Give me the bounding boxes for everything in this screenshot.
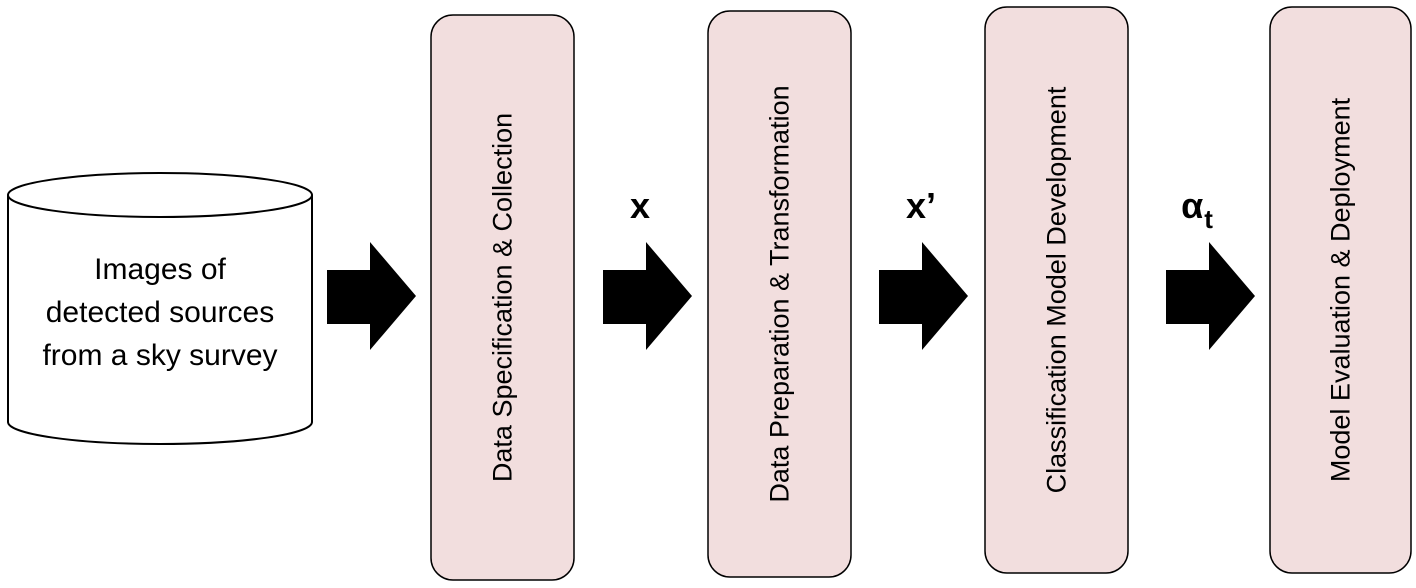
edge-label-x-prime: x’ — [906, 185, 936, 226]
stage-model-evaluation: Model Evaluation & Deployment — [1269, 6, 1412, 574]
stage-classification-model: Classification Model Development — [984, 6, 1129, 574]
cylinder-top — [7, 172, 313, 218]
stage-label-classification-model: Classification Model Development — [1042, 86, 1072, 493]
stage-data-preparation: Data Preparation & Transformation — [707, 10, 852, 578]
arrow-modeling-to-evaluation — [1166, 242, 1255, 350]
source-database: Images of detected sources from a sky su… — [7, 172, 313, 445]
arrow-source-to-collection — [327, 242, 416, 350]
stage-box — [430, 14, 575, 581]
stage-box — [1269, 6, 1412, 574]
stage-data-specification: Data Specification & Collection — [430, 14, 575, 581]
stage-box — [984, 6, 1129, 574]
arrow-preparation-to-modeling — [879, 242, 968, 350]
source-line-3: from a sky survey — [42, 339, 277, 372]
stage-label-data-preparation: Data Preparation & Transformation — [765, 85, 795, 502]
alpha-subscript: t — [1204, 204, 1213, 234]
source-line-2: detected sources — [46, 296, 274, 329]
arrow-collection-to-preparation — [603, 242, 692, 350]
stage-box — [707, 10, 852, 578]
edge-label-x: x — [630, 185, 650, 226]
source-line-1: Images of — [94, 253, 226, 286]
edge-label-alpha: αt — [1181, 185, 1213, 234]
stage-label-model-evaluation: Model Evaluation & Deployment — [1326, 97, 1356, 482]
stage-label-data-specification: Data Specification & Collection — [488, 113, 518, 482]
cylinder-body — [7, 195, 313, 445]
alpha-symbol: α — [1181, 185, 1203, 226]
